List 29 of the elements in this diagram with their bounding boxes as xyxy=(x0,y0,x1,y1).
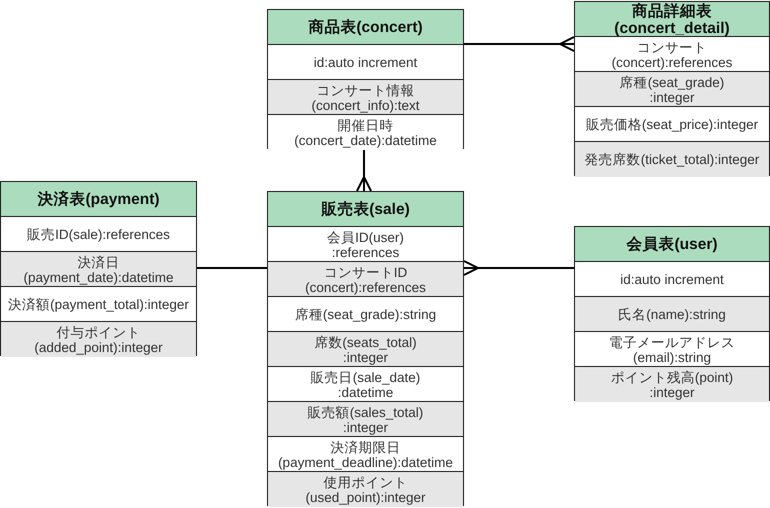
table-row: 席種(seat_grade) :integer xyxy=(575,71,769,107)
table-row: 発売席数(ticket_total):integer xyxy=(575,141,769,177)
table-header: 商品詳細表 (concert_detail) xyxy=(575,2,769,37)
table-row: 氏名(name):string xyxy=(575,296,769,332)
table-row: 電子メールアドレス (email):string xyxy=(575,331,769,367)
table-header: 決済表(payment) xyxy=(1,182,196,217)
relationship-line xyxy=(464,36,575,52)
table-header: 商品表(concert) xyxy=(268,10,463,45)
table-box xyxy=(574,1,770,176)
table-box xyxy=(267,191,464,506)
table-box xyxy=(574,226,770,401)
table-row: 販売額(sales_total) :integer xyxy=(268,401,463,437)
table-row: 付与ポイント (added_point):integer xyxy=(1,321,196,357)
table-row: 使用ポイント (used_point):integer xyxy=(268,471,463,507)
table-header: 会員表(user) xyxy=(575,227,769,262)
table-row: ポイント残高(point) :integer xyxy=(575,366,769,402)
table-box xyxy=(0,181,197,356)
relationship-line xyxy=(463,260,574,276)
relationship-line xyxy=(197,267,267,269)
table-row: 開催日時 (concert_date):datetime xyxy=(268,114,463,150)
relationship-line xyxy=(356,149,372,192)
table-row: コンサート情報 (concert_info):text xyxy=(268,79,463,115)
table-row: コンサートID (concert):references xyxy=(268,261,463,297)
table-row: 席数(seats_total) :integer xyxy=(268,331,463,367)
table-header: 販売表(sale) xyxy=(268,192,463,227)
table-row: 決済日 (payment_date):datetime xyxy=(1,251,196,287)
table-row: コンサート (concert):references xyxy=(575,36,769,72)
table-box xyxy=(267,9,464,149)
table-row: 決済期限日 (payment_deadline):datetime xyxy=(268,436,463,472)
